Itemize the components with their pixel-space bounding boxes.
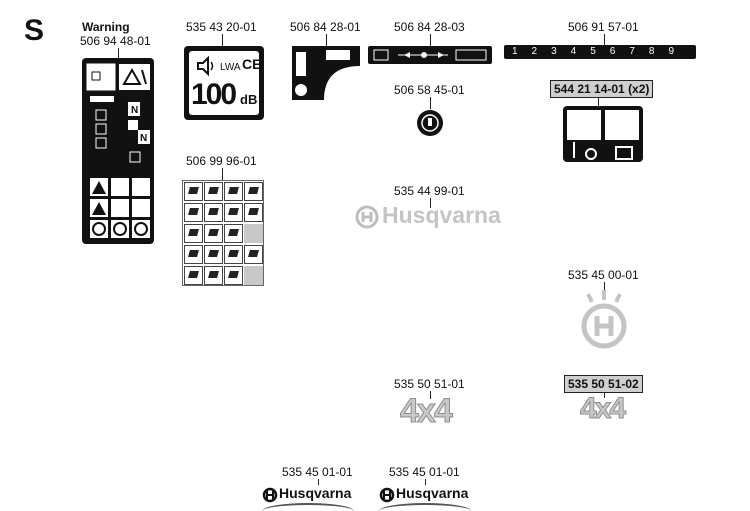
strip-logo-a[interactable]: Husqvarna [262, 485, 354, 509]
db-label-decal[interactable]: LWA CE 100 dB [184, 46, 264, 120]
badge-4x4-b-part-number: 535 50 51-02 [564, 375, 643, 393]
decal-2803-part-number: 506 84 28-03 [394, 20, 465, 34]
crown-logo-decal[interactable] [580, 290, 628, 354]
strip-logo-b-part-number: 535 45 01-01 [389, 465, 460, 479]
strip-logo-a-text: Husqvarna [279, 485, 352, 501]
scale-decal-part-number: 506 91 57-01 [568, 20, 639, 34]
slider-decal[interactable] [368, 46, 492, 64]
leader-line [318, 479, 319, 485]
husqvarna-wordmark: Husqvarna [382, 202, 501, 228]
throttle-decal[interactable] [290, 44, 362, 102]
sheet-pictogram [244, 266, 263, 285]
leader-line [118, 48, 119, 58]
sheet-pictogram [244, 245, 263, 264]
leader-line [430, 34, 431, 46]
strip-logo-b[interactable]: Husqvarna [379, 485, 471, 509]
leader-line [222, 168, 223, 180]
sheet-pictogram [184, 245, 203, 264]
db-value: 100 [191, 78, 237, 111]
sheet-pictogram [224, 224, 243, 243]
strip-logo-b-text: Husqvarna [396, 485, 469, 501]
husqvarna-logo[interactable]: Husqvarna [354, 202, 504, 230]
warning-title: Warning [82, 20, 130, 34]
sheet-pictogram [224, 266, 243, 285]
badge-4x4-a-part-number: 535 50 51-01 [394, 377, 465, 391]
sheet-pictogram [184, 224, 203, 243]
pictogram-part-number: 544 21 14-01 (x2) [550, 80, 654, 98]
leader-line [604, 392, 605, 398]
crown-logo-part-number: 535 45 00-01 [568, 268, 639, 282]
leader-line [598, 97, 599, 106]
svg-text:N: N [131, 105, 138, 116]
scale-tick: 7 [629, 46, 635, 57]
lwa-text: LWA [220, 62, 241, 73]
scale-tick: 5 [590, 46, 596, 57]
sheet-pictogram [204, 245, 223, 264]
crown-icon [262, 487, 278, 503]
scale-tick: 1 [512, 46, 518, 57]
decal-sheet[interactable] [182, 180, 264, 286]
leader-line [425, 479, 426, 485]
section-letter: S [24, 14, 45, 47]
scale-decal[interactable]: 1 2 3 4 5 6 7 8 9 [504, 45, 696, 59]
knob-part-number: 506 58 45-01 [394, 83, 465, 97]
pictogram-decal[interactable] [563, 106, 643, 162]
db-label-part-number: 535 43 20-01 [186, 20, 257, 34]
leader-line [430, 391, 431, 399]
speaker-icon [197, 55, 214, 77]
crown-icon [355, 205, 379, 229]
leader-line [604, 282, 605, 292]
leader-line [604, 34, 605, 46]
sheet-pictogram [184, 182, 203, 201]
svg-text:N: N [140, 133, 147, 144]
db-unit: dB [240, 92, 258, 107]
ce-mark: CE [242, 56, 262, 72]
warning-part-number: 506 94 48-01 [80, 34, 151, 48]
scale-tick: 4 [570, 46, 577, 57]
sheet-pictogram [204, 266, 223, 285]
scale-tick: 2 [531, 46, 538, 57]
scale-tick: 8 [648, 46, 655, 57]
husqvarna-logo-part-number: 535 44 99-01 [394, 184, 465, 198]
sheet-pictogram [224, 203, 243, 222]
strip-logo-a-part-number: 535 45 01-01 [282, 465, 353, 479]
sheet-part-number: 506 99 96-01 [186, 154, 257, 168]
scale-tick: 6 [609, 46, 616, 57]
badge-4x4-b[interactable]: 4x4 [579, 392, 626, 426]
scale-tick: 9 [668, 46, 674, 57]
sheet-pictogram [204, 203, 223, 222]
knob-decal[interactable] [416, 109, 444, 137]
crown-icon [379, 487, 395, 503]
sheet-pictogram [204, 182, 223, 201]
leader-line [326, 34, 327, 46]
scale-tick: 3 [551, 46, 557, 57]
leader-line [222, 34, 223, 46]
sheet-pictogram [184, 266, 203, 285]
decal-2801-part-number: 506 84 28-01 [290, 20, 361, 34]
leader-line [430, 198, 431, 208]
sheet-pictogram [204, 224, 223, 243]
sheet-pictogram [244, 182, 263, 201]
sheet-pictogram [224, 182, 243, 201]
sheet-pictogram [244, 203, 263, 222]
badge-4x4-a[interactable]: 4x4 [400, 392, 454, 431]
sheet-pictogram [184, 203, 203, 222]
warning-label-decal[interactable]: N N [82, 58, 154, 244]
leader-line [430, 97, 431, 109]
sheet-pictogram [244, 224, 263, 243]
sheet-pictogram [224, 245, 243, 264]
